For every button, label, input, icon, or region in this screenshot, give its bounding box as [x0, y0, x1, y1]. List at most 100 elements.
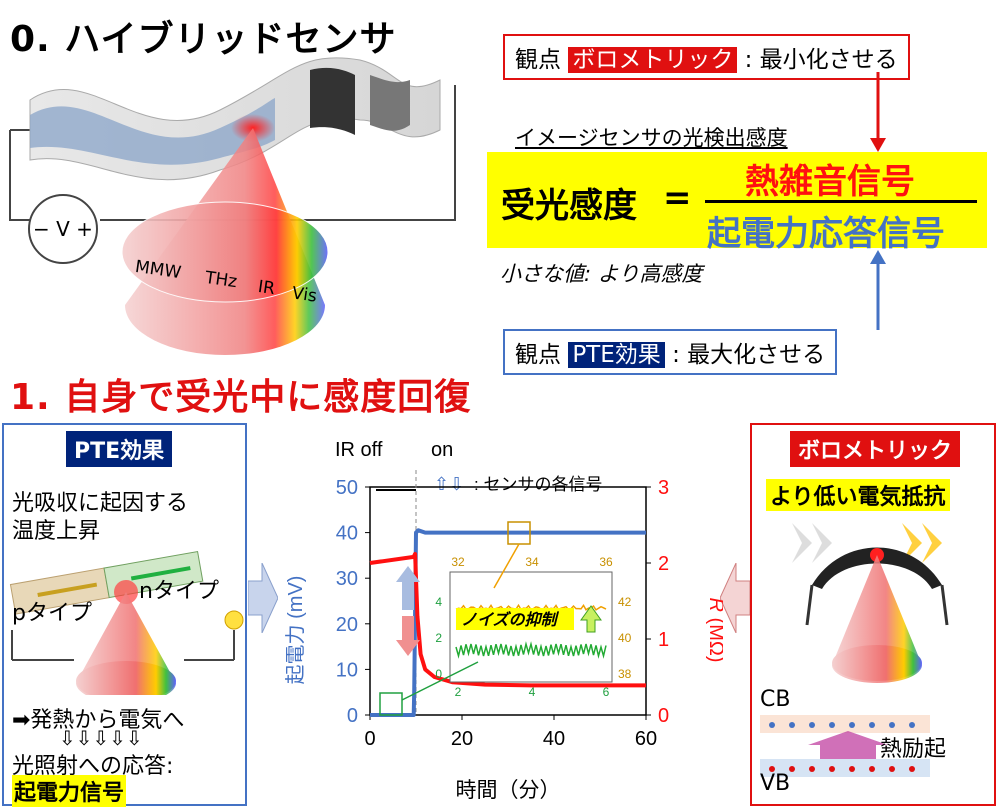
p-type-label: pタイプ — [12, 601, 92, 626]
heat-to-electricity: ➡発熱から電気へ — [12, 708, 185, 733]
vb-electron — [829, 766, 835, 772]
formula-equals: = — [663, 178, 692, 218]
pte-panel: PTE効果 光吸収に起因する 温度上昇 pタイプ nタイプ ➡発熱から電気へ ⇩… — [2, 423, 247, 807]
legend-arrow-symbols: ⇧⇩ — [434, 474, 464, 495]
x-tick-label: 0 — [364, 728, 375, 750]
vb-electron — [869, 766, 875, 772]
pte-line2: 温度上昇 — [12, 519, 101, 544]
section-1-title: 1. 自身で受光中に感度回復 — [10, 377, 472, 418]
spectrum-vis: Vis — [290, 283, 319, 307]
bolometer-illustration — [792, 523, 949, 683]
formula-caption: イメージセンサの光検出感度 — [515, 126, 788, 150]
lower-resistance-highlight: より低い電気抵抗 — [766, 479, 950, 511]
vb-label: VB — [760, 771, 791, 796]
inset-bottom-trace — [455, 641, 607, 659]
vb-electron — [769, 766, 775, 772]
down-arrows-icon: ⇩⇩⇩⇩⇩ — [59, 726, 143, 750]
excitation-arrow-icon — [808, 731, 888, 759]
cb-electron — [889, 722, 895, 728]
valence-band — [760, 759, 930, 777]
right-to-chart-arrow — [720, 563, 750, 633]
viewpoint-bolometric-box: 観点 ボロメトリック : 最小化させる — [503, 34, 910, 80]
left-to-chart-arrow — [248, 563, 278, 633]
inset-bottom-tick: 2 — [455, 685, 462, 699]
response-text: 光照射への応答: — [12, 754, 174, 779]
y-right-tick-label: 1 — [658, 629, 669, 651]
y-right-tick-label: 0 — [658, 705, 669, 727]
y-right-tick-label: 3 — [658, 477, 669, 499]
pte-line1: 光吸収に起因する — [12, 491, 189, 516]
x-axis-label: 時間（分） — [456, 778, 561, 802]
viewpoint-pte-box: 観点 PTE効果 : 最大化させる — [503, 329, 838, 375]
maximize-text: : 最大化させる — [672, 342, 826, 368]
vb-electron — [789, 766, 795, 772]
emf-signal-highlight: 起電力信号 — [12, 775, 127, 807]
voltage-label: − V + — [33, 217, 93, 241]
ir-off-label: IR off — [335, 439, 383, 461]
cb-electron — [869, 722, 875, 728]
cb-electron — [909, 722, 915, 728]
blue-arrow-up — [870, 250, 886, 330]
cb-electron — [849, 722, 855, 728]
inset-top-tick: 32 — [451, 555, 465, 569]
bolometric-tag: ボロメトリック — [568, 47, 738, 73]
y-left-tick-label: 40 — [336, 523, 358, 545]
y-right-tick-label: 2 — [658, 553, 669, 575]
section-0-title: 0. ハイブリッドセンサ — [10, 19, 397, 60]
x-tick-label: 20 — [451, 728, 473, 750]
vb-electron — [889, 766, 895, 772]
pte-panel-title: PTE効果 — [66, 431, 173, 467]
lightbulb-icon — [224, 610, 244, 630]
y-left-tick-label: 30 — [336, 568, 358, 590]
cnt-film — [30, 98, 275, 165]
electrode-band — [310, 67, 355, 135]
cb-electron — [809, 722, 815, 728]
y-left-tick-label: 10 — [336, 659, 358, 681]
formula-denominator: 起電力応答信号 — [707, 214, 945, 254]
bolometric-panel: ボロメトリック より低い電気抵抗 CB 熱励起 VB — [750, 423, 996, 806]
y-left-tick-label: 50 — [336, 477, 358, 499]
cb-label: CB — [760, 687, 791, 712]
viewpoint-label: 観点 — [515, 342, 561, 368]
n-type-label: nタイプ — [139, 579, 219, 604]
up-arrow-icon — [402, 580, 414, 610]
svg-text:R (MΩ): R (MΩ) — [705, 598, 723, 663]
formula-lhs: 受光感度 — [501, 186, 637, 226]
inset-right-tick: 38 — [618, 667, 632, 681]
hybrid-sensor-illustration — [9, 57, 456, 355]
minimize-text: : 最小化させる — [744, 47, 898, 73]
cb-electron — [769, 722, 775, 728]
down-arrow-icon — [402, 616, 414, 642]
inset-bottom-tick: 4 — [529, 685, 536, 699]
conduction-band — [760, 715, 930, 733]
inset-top-tick: 36 — [599, 555, 613, 569]
fraction-bar — [705, 200, 977, 203]
inset-left-tick: 4 — [435, 595, 442, 609]
series-line-left — [370, 528, 646, 717]
inset-top-tick: 34 — [525, 555, 539, 569]
y-left-tick-label: 20 — [336, 614, 358, 636]
plot-frame — [369, 486, 647, 716]
zoom-box-bottom — [379, 692, 403, 716]
red-arrow-down — [870, 72, 886, 152]
y-left-tick-label: 0 — [347, 705, 358, 727]
legend-text: : センサの各信号 — [474, 475, 602, 494]
bolometric-panel-title: ボロメトリック — [790, 431, 961, 467]
formula-box: 受光感度 = 熱雑音信号 起電力応答信号 — [487, 152, 987, 254]
formula-numerator: 熱雑音信号 — [745, 162, 915, 202]
cb-electron — [789, 722, 795, 728]
inset-bottom-tick: 6 — [603, 685, 610, 699]
inset-right-tick: 40 — [618, 631, 632, 645]
vb-electron — [909, 766, 915, 772]
pte-tag: PTE効果 — [568, 342, 665, 368]
cb-electron — [829, 722, 835, 728]
noise-suppression-label: ノイズの抑制 — [461, 610, 560, 629]
inset-left-tick: 2 — [435, 631, 442, 645]
bolometer-membrane — [812, 547, 942, 589]
voltage-source-icon: − V + — [28, 194, 98, 264]
circuit-wire-left — [9, 130, 30, 221]
sensitivity-note: 小さな値: より高感度 — [500, 262, 703, 286]
viewpoint-label: 観点 — [515, 47, 561, 73]
vb-electron — [849, 766, 855, 772]
